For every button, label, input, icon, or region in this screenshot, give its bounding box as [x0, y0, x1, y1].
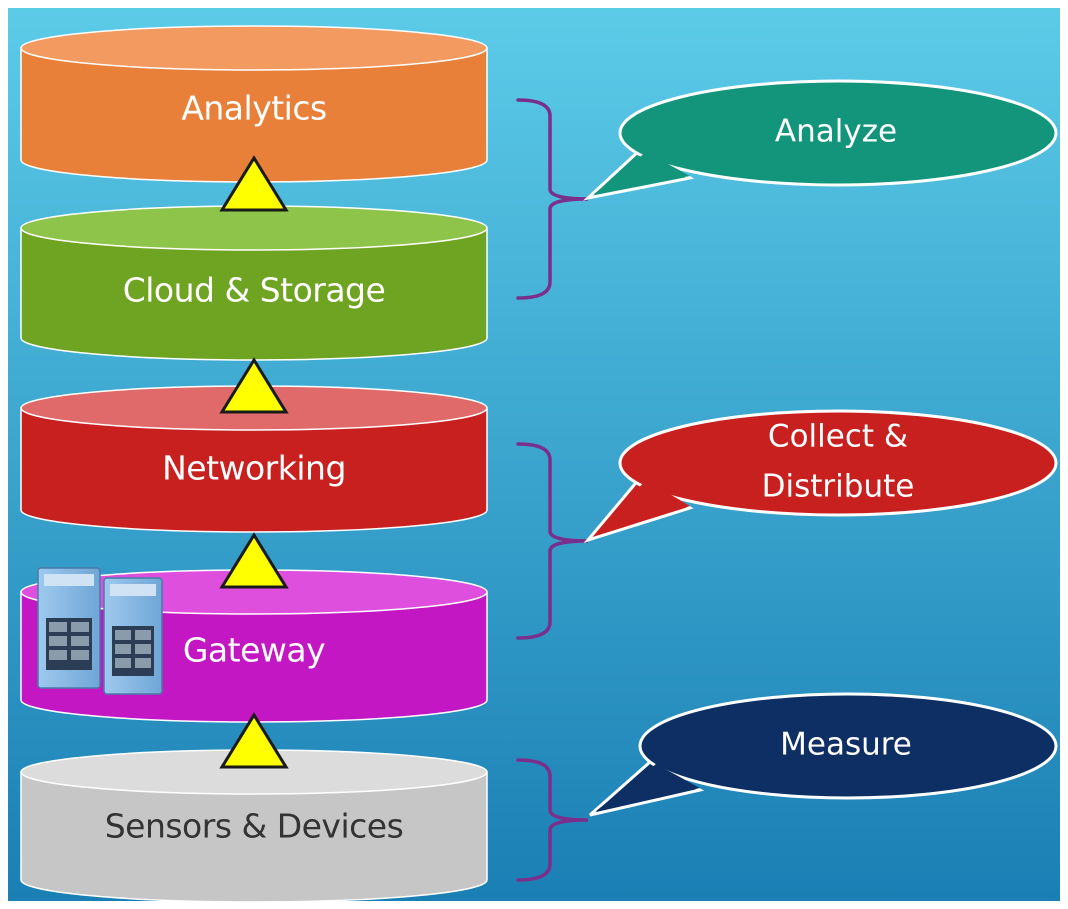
layer-top	[20, 25, 488, 71]
stage-label: Measure	[780, 727, 912, 763]
bubble-body	[618, 409, 1058, 517]
layer-body	[20, 407, 488, 533]
up-arrow-icon	[219, 532, 289, 589]
layer-body	[20, 227, 488, 361]
stage-label: Analyze	[775, 114, 897, 150]
stage-label: Distribute	[762, 469, 915, 505]
layer-label: Analytics	[181, 89, 326, 128]
stage-bubble-analyze: Analyze	[583, 79, 1058, 201]
stage-bubble-collect: Collect & Distribute	[583, 409, 1058, 543]
layer-body	[20, 771, 488, 903]
bubble-body	[638, 692, 1058, 800]
layer-label: Gateway	[183, 631, 325, 670]
layer-label: Sensors & Devices	[105, 807, 404, 846]
up-arrow-icon	[219, 357, 289, 414]
layer-label: Cloud & Storage	[123, 271, 386, 310]
brace-icon	[516, 758, 589, 882]
layer-cloud: Cloud & Storage	[20, 205, 488, 361]
bubble-tail-fill	[594, 480, 690, 536]
up-arrow-icon	[219, 712, 289, 769]
gateway-device-icon	[37, 567, 163, 695]
up-arrows	[219, 155, 289, 769]
bubble-body	[618, 79, 1058, 187]
layer-sensors: Sensors & Devices	[20, 749, 488, 903]
stage-bubble-measure: Measure	[589, 692, 1058, 817]
layer-label: Networking	[162, 449, 346, 488]
stage-label: Collect &	[768, 419, 908, 455]
bubble-tail-fill	[594, 152, 690, 194]
bubble-tail-fill	[596, 764, 700, 811]
up-arrow-icon	[219, 155, 289, 212]
layer-top	[20, 205, 488, 251]
